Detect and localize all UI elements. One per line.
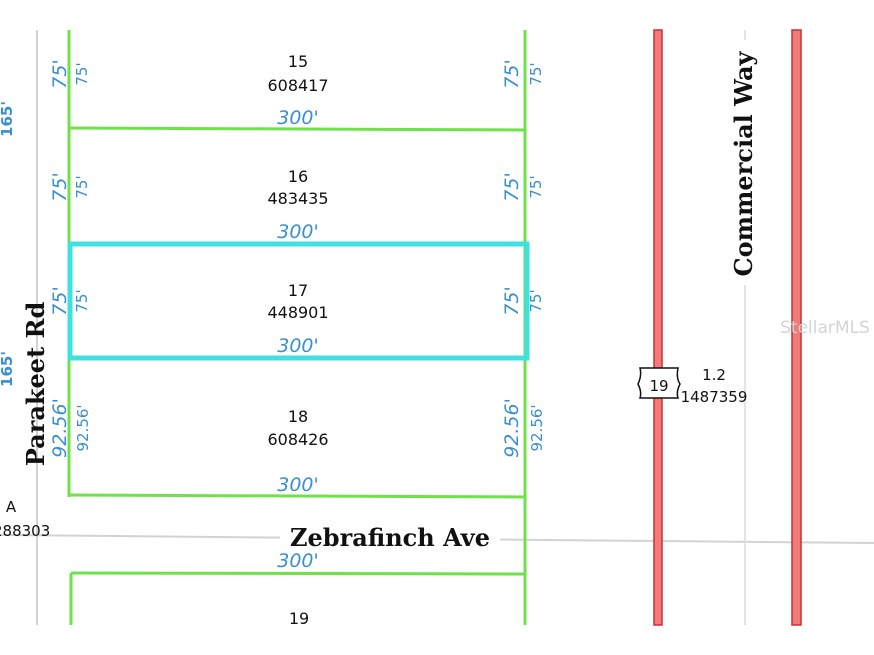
left-frontage-label-b: 75' <box>73 62 91 85</box>
lot-17[interactable]: 17 448901 300' 75' 75' 75' 75' <box>49 281 545 357</box>
left-frontage-label-b: 92.56' <box>74 404 92 451</box>
margin-dimension-upper: 165' <box>0 101 16 137</box>
route-19-shield-icon: 19 <box>637 367 681 399</box>
lot-16[interactable]: 16 483435 300' 75' 75' 75' 75' <box>49 167 545 243</box>
right-frontage-label: 75' <box>501 172 523 201</box>
lot-18[interactable]: 18 608426 300' 92.56' 92.56' 92.56' 92.5… <box>49 398 546 496</box>
left-frontage-label: 75' <box>49 59 71 88</box>
zebrafinch-label-bg <box>280 523 500 551</box>
east-parcel-id: 1487359 <box>681 388 748 406</box>
east-parcel-number: 1.2 <box>702 366 726 384</box>
lot-15[interactable]: 15 608417 300' 75' 75' 75' 75' <box>49 52 545 129</box>
left-frontage-label: 75' <box>49 286 71 315</box>
parcel-id: 483435 <box>267 189 328 208</box>
right-frontage-label: 92.56' <box>501 398 523 458</box>
lot-17-highlight[interactable] <box>67 241 530 361</box>
highway-lane-west <box>653 29 663 626</box>
commercial-label-bg <box>730 40 760 285</box>
right-frontage-label-b: 75' <box>527 289 545 312</box>
depth-label: 300' <box>277 107 319 129</box>
right-frontage-label-b: 75' <box>527 62 545 85</box>
zebrafinch-ave-label: Zebrafinch Ave <box>290 523 490 552</box>
lot-number: 19 <box>289 609 309 628</box>
parakeet-rd-label: Parakeet Rd <box>21 302 50 467</box>
lot-number: 17 <box>288 281 308 300</box>
depth-label: 300' <box>277 335 319 357</box>
parcel-id: 448901 <box>267 303 328 322</box>
adjacent-lot-letter: A <box>6 498 17 516</box>
lot-19[interactable]: 300' 19 <box>277 550 319 628</box>
depth-label: 300' <box>277 550 319 572</box>
right-frontage-label: 75' <box>501 286 523 315</box>
parcel-id: 608417 <box>267 76 328 95</box>
highway-lane-east <box>791 29 802 626</box>
left-frontage-label-b: 75' <box>73 175 91 198</box>
left-frontage-label-b: 75' <box>73 289 91 312</box>
depth-label: 300' <box>277 221 319 243</box>
lot-number: 16 <box>288 167 308 186</box>
margin-dimension-lower: 165' <box>0 351 16 387</box>
route-number: 19 <box>649 377 668 395</box>
left-frontage-label: 92.56' <box>49 398 71 458</box>
parcel-id: 608426 <box>267 430 328 449</box>
right-frontage-label: 75' <box>501 59 523 88</box>
watermark: StellarMLS <box>780 318 870 338</box>
commercial-way-label: Commercial Way <box>729 50 758 276</box>
left-frontage-label: 75' <box>49 172 71 201</box>
adjacent-lot-parcel: 288303 <box>0 522 50 540</box>
depth-label: 300' <box>277 474 319 496</box>
right-frontage-label-b: 75' <box>527 175 545 198</box>
lot-number: 18 <box>288 407 308 426</box>
right-frontage-label-b: 92.56' <box>528 404 546 451</box>
lot-number: 15 <box>288 52 308 71</box>
